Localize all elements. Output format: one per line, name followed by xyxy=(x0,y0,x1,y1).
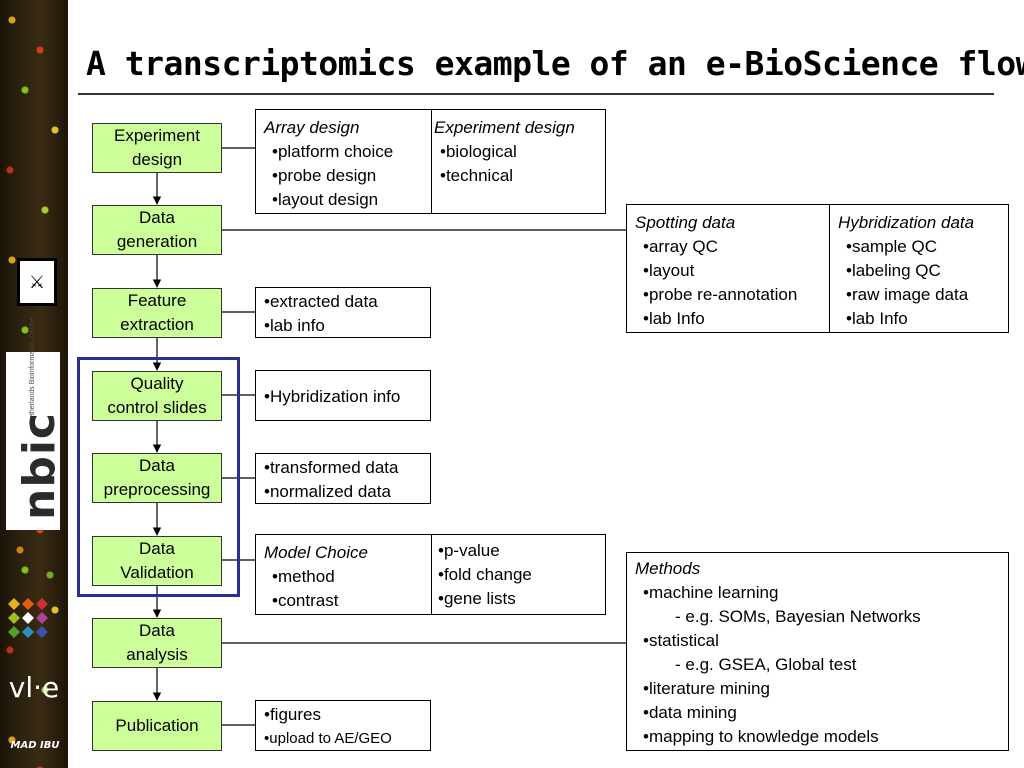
model-choice-column: Model Choice method contrast xyxy=(256,535,432,614)
nbic-logo: Netherlands Bioinformatics Centre nbic xyxy=(6,317,65,530)
list-item: probe re-annotation xyxy=(627,283,830,307)
university-logo: ⚔ xyxy=(17,258,57,306)
design-details-box: Array design platform choice probe desig… xyxy=(255,109,606,214)
list-item: gene lists xyxy=(438,587,605,611)
list-sub-item: e.g. SOMs, Bayesian Networks xyxy=(627,605,1008,629)
step-data-analysis[interactable]: Data analysis xyxy=(92,618,222,668)
analysis-methods-box: Methods machine learning e.g. SOMs, Baye… xyxy=(626,552,1009,751)
step-label: Experiment design xyxy=(114,126,200,169)
statistics-column: p-value fold change gene lists xyxy=(431,535,605,614)
list-item: figures xyxy=(264,703,430,727)
list-item: platform choice xyxy=(256,140,432,164)
list-item: literature mining xyxy=(627,677,1008,701)
column-heading: Model Choice xyxy=(264,543,368,562)
list-item: data mining xyxy=(627,701,1008,725)
list-item: contrast xyxy=(256,589,432,613)
column-heading: Methods xyxy=(635,559,701,578)
list-sub-item: e.g. GSEA, Global test xyxy=(627,653,1008,677)
list-item: labeling QC xyxy=(830,259,1008,283)
column-heading: Spotting data xyxy=(635,213,736,232)
list-item: method xyxy=(256,565,432,589)
generation-details-box: Spotting data array QC layout probe re-a… xyxy=(626,204,1009,333)
column-heading: Array design xyxy=(264,118,360,137)
hybridization-data-column: Hybridization data sample QC labeling QC… xyxy=(829,205,1008,332)
list-item: mapping to knowledge models xyxy=(627,725,1008,749)
step-label: Data preprocessing xyxy=(103,456,211,499)
list-item: raw image data xyxy=(830,283,1008,307)
publication-details-box: figures upload to AE/GEO xyxy=(255,700,431,751)
column-heading: Hybridization data xyxy=(838,213,975,232)
list-item: sample QC xyxy=(830,235,1008,259)
spotting-data-column: Spotting data array QC layout probe re-a… xyxy=(627,205,830,332)
step-label: Feature extraction xyxy=(120,291,194,334)
page-title: A transcriptomics example of an e-BioSci… xyxy=(86,44,1024,83)
list-item: machine learning xyxy=(627,581,1008,605)
list-item: Hybridization info xyxy=(264,385,430,409)
step-experiment-design[interactable]: Experiment design xyxy=(92,123,222,173)
mad-ibu-logo: MAD IBU xyxy=(10,740,60,751)
list-item: biological xyxy=(440,140,605,164)
preprocessing-details-box: transformed data normalized data xyxy=(255,453,431,504)
list-item: lab Info xyxy=(627,307,830,331)
title-divider xyxy=(78,93,994,95)
qc-details-box: Hybridization info xyxy=(255,370,431,421)
university-logo-mark: ⚔ xyxy=(28,271,46,293)
vle-dots-icon xyxy=(8,598,48,638)
column-heading: Experiment design xyxy=(434,118,575,137)
validation-details-box: Model Choice method contrast p-value fol… xyxy=(255,534,606,615)
list-item: transformed data xyxy=(264,456,430,480)
list-item: upload to AE/GEO xyxy=(264,727,430,751)
extraction-details-box: extracted data lab info xyxy=(255,287,431,338)
list-item: probe design xyxy=(256,164,432,188)
list-item: lab info xyxy=(264,314,430,338)
step-label: Data analysis xyxy=(126,621,188,664)
array-design-column: Array design platform choice probe desig… xyxy=(256,110,432,213)
decorative-microarray-strip: ⚔ Netherlands Bioinformatics Centre nbic… xyxy=(0,0,68,768)
step-publication[interactable]: Publication xyxy=(92,701,222,751)
step-data-preprocessing[interactable]: Data preprocessing xyxy=(92,453,222,503)
list-item: fold change xyxy=(438,563,605,587)
step-quality-control-slides[interactable]: Quality control slides xyxy=(92,371,222,421)
step-feature-extraction[interactable]: Feature extraction xyxy=(92,288,222,338)
step-data-validation[interactable]: Data Validation xyxy=(92,536,222,586)
list-item: layout design xyxy=(256,188,432,212)
list-item: p-value xyxy=(438,539,605,563)
step-label: Publication xyxy=(115,716,199,735)
quality-control-highlight-frame xyxy=(77,357,240,597)
list-item: layout xyxy=(627,259,830,283)
step-label: Quality control slides xyxy=(107,374,207,417)
vle-logo: vl·e xyxy=(8,671,60,704)
experiment-design-column: Experiment design biological technical xyxy=(431,110,605,213)
list-item: technical xyxy=(440,164,605,188)
list-item: array QC xyxy=(627,235,830,259)
list-item: normalized data xyxy=(264,480,430,504)
step-label: Data generation xyxy=(116,208,198,251)
step-data-generation[interactable]: Data generation xyxy=(92,205,222,255)
list-item: statistical xyxy=(627,629,1008,653)
list-item: lab Info xyxy=(830,307,1008,331)
step-label: Data Validation xyxy=(120,539,194,582)
list-item: extracted data xyxy=(264,290,430,314)
